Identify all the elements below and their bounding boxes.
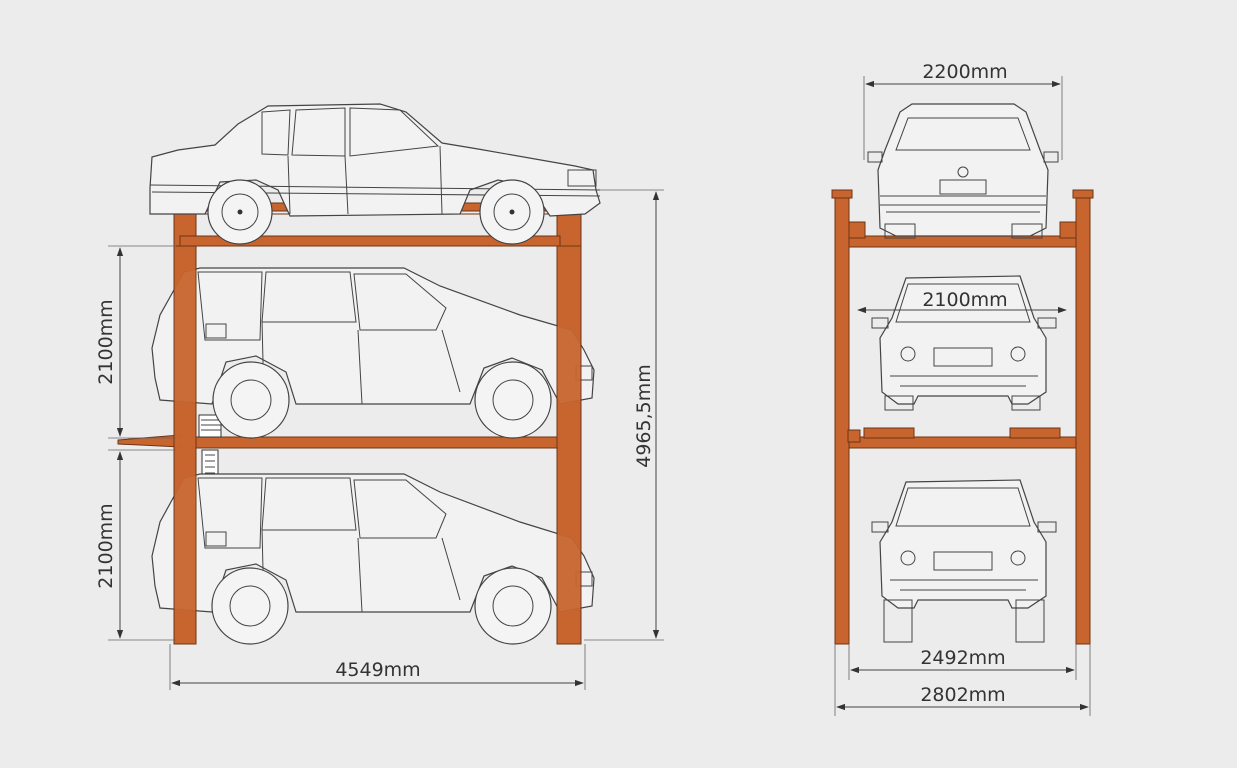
suv-bottom (151, 473, 595, 645)
sedan-top (149, 103, 601, 245)
dim-level-lower: 2100mm (95, 503, 117, 588)
dim-inner-width: 2100mm (922, 289, 1007, 311)
suv-front-bottom (871, 479, 1057, 643)
front-left-post (834, 195, 850, 645)
front-view: 2200mm 2100mm 2492mm 2802mm (831, 61, 1094, 716)
dim-top-car-width: 2200mm (922, 61, 1007, 83)
front-right-post (1075, 195, 1091, 645)
dim-side-height: 4965,5mm (633, 364, 655, 468)
dim-clear-width: 2492mm (920, 647, 1005, 669)
front-middle-platform (848, 436, 1077, 449)
side-view: 4549mm 4965,5mm 2100mm 2100mm (95, 103, 664, 690)
side-top-platform (179, 235, 561, 247)
dim-side-width: 4549mm (335, 659, 420, 681)
sedan-rear-view (867, 103, 1059, 239)
side-middle-platform (179, 436, 561, 449)
dim-overall-width: 2802mm (920, 684, 1005, 706)
dim-level-upper: 2100mm (95, 299, 117, 384)
suv-middle (151, 267, 595, 439)
side-middle-ramp (117, 434, 181, 448)
